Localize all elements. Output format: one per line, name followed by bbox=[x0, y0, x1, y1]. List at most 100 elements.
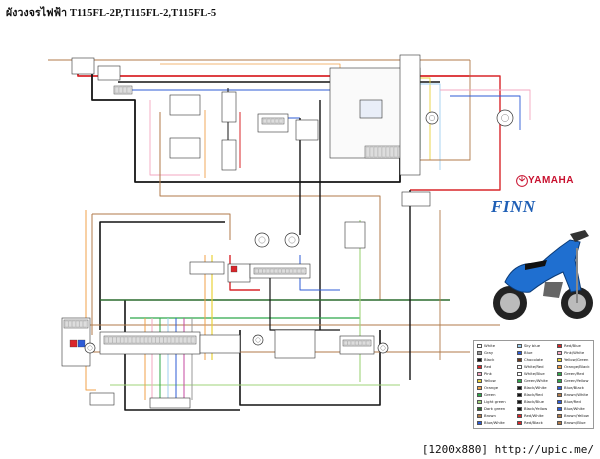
connector-pin bbox=[136, 336, 140, 344]
connector-pin bbox=[366, 340, 370, 346]
wire-blue-right bbox=[450, 95, 521, 130]
connector-pin bbox=[274, 268, 278, 274]
legend-label: Red/Blue bbox=[564, 343, 581, 348]
legend-color-swatch bbox=[477, 393, 482, 397]
connector-pin bbox=[163, 336, 168, 344]
wire-pink-mid bbox=[149, 100, 200, 176]
image-source-caption: [1200x880] http://upic.me/ bbox=[419, 443, 596, 456]
legend-color-swatch bbox=[517, 351, 522, 355]
main-switch bbox=[221, 91, 237, 123]
legend-color-swatch bbox=[517, 386, 522, 390]
rear-lamp-blue bbox=[77, 339, 86, 348]
connector-pin bbox=[155, 336, 160, 344]
wire-black-left bbox=[99, 221, 225, 330]
lamp-filament bbox=[429, 115, 435, 121]
connector-pin bbox=[343, 340, 348, 346]
legend-color-swatch bbox=[557, 393, 562, 397]
fuel-sender bbox=[274, 329, 316, 359]
legend-label: Orange/Black bbox=[564, 364, 590, 369]
legend-label: Black/White bbox=[524, 385, 547, 390]
legend-color-swatch bbox=[477, 421, 482, 425]
legend-label: Pink bbox=[484, 371, 492, 376]
headlight bbox=[496, 109, 514, 127]
wire-orange-far-left bbox=[85, 210, 96, 391]
legend-label: Brown/Yellow bbox=[564, 413, 589, 418]
fuse-element bbox=[230, 265, 238, 273]
legend-label: Black bbox=[484, 357, 495, 362]
legend-color-swatch bbox=[477, 386, 482, 390]
legend-color-swatch bbox=[557, 372, 562, 376]
legend-label: Brown/White bbox=[564, 392, 589, 397]
connector-pin bbox=[116, 336, 121, 344]
connector-pin bbox=[293, 268, 297, 274]
legend-label: Brown bbox=[484, 413, 496, 418]
connector-pin bbox=[64, 320, 69, 328]
legend-label: Blue/Red bbox=[564, 399, 581, 404]
lamp-filament bbox=[288, 236, 296, 244]
connector-pin bbox=[355, 340, 359, 346]
legend-label: Brown/Blue bbox=[564, 420, 586, 425]
legend-label: Red/Black bbox=[524, 420, 543, 425]
legend-color-swatch bbox=[557, 358, 562, 362]
wire-black-lower-left bbox=[124, 300, 240, 411]
legend-label: Orange bbox=[484, 385, 499, 390]
legend-label: Dark green bbox=[484, 406, 506, 411]
legend-color-swatch bbox=[477, 414, 482, 418]
lamp-filament bbox=[501, 114, 509, 122]
model-logo: FINN bbox=[491, 197, 536, 216]
legend-label: Green/White bbox=[524, 378, 548, 383]
lamp-filament bbox=[255, 337, 261, 343]
legend-label: Light green bbox=[484, 399, 506, 404]
legend-label: White/Red bbox=[524, 364, 544, 369]
yamaha-logo-icon bbox=[516, 175, 528, 187]
connector-pin bbox=[351, 340, 355, 346]
turn-signal-lamp-left bbox=[84, 342, 96, 354]
wire-black-lower bbox=[239, 330, 381, 406]
connector-pin bbox=[159, 336, 164, 344]
legend-color-swatch bbox=[477, 379, 482, 383]
legend-color-swatch bbox=[517, 344, 522, 348]
connector-pin bbox=[277, 268, 282, 274]
ac-magneto bbox=[344, 221, 366, 249]
legend-color-swatch bbox=[557, 421, 562, 425]
legend-color-swatch bbox=[557, 379, 562, 383]
connector-pin bbox=[393, 146, 398, 158]
indicator-lamp bbox=[425, 111, 439, 125]
lamp-filament bbox=[258, 236, 266, 244]
connector-pin bbox=[254, 268, 259, 274]
connector-pin bbox=[365, 146, 370, 158]
motorcycle-handlebar bbox=[570, 230, 589, 242]
connector-pin bbox=[347, 340, 351, 346]
connector-pin bbox=[147, 336, 152, 344]
connector-pin bbox=[120, 336, 125, 344]
flasher-relay bbox=[169, 94, 201, 116]
legend-color-swatch bbox=[557, 414, 562, 418]
connector-pin bbox=[132, 336, 136, 344]
legend-color-swatch bbox=[557, 344, 562, 348]
connector-pin bbox=[301, 268, 305, 274]
neutral-lamp bbox=[377, 342, 389, 354]
connector-pin bbox=[171, 336, 175, 344]
wire-pink-right bbox=[440, 89, 531, 120]
legend-label: Yellow/Green bbox=[564, 357, 589, 362]
connector-pin bbox=[385, 146, 390, 158]
legend-color-swatch bbox=[477, 372, 482, 376]
turn-signal-lamp-rear bbox=[252, 334, 264, 346]
legend-color-swatch bbox=[477, 365, 482, 369]
brand-label: YAMAHA bbox=[528, 175, 574, 186]
connector-pin bbox=[79, 320, 83, 328]
wire-brown-mid bbox=[92, 213, 231, 240]
connector-pin bbox=[262, 118, 267, 124]
legend-label: Green bbox=[484, 392, 496, 397]
connector-pin bbox=[270, 118, 275, 124]
meter-panel-edge bbox=[399, 54, 421, 176]
rear-lamp-red bbox=[69, 339, 78, 348]
legend-label: Pink/White bbox=[564, 350, 585, 355]
